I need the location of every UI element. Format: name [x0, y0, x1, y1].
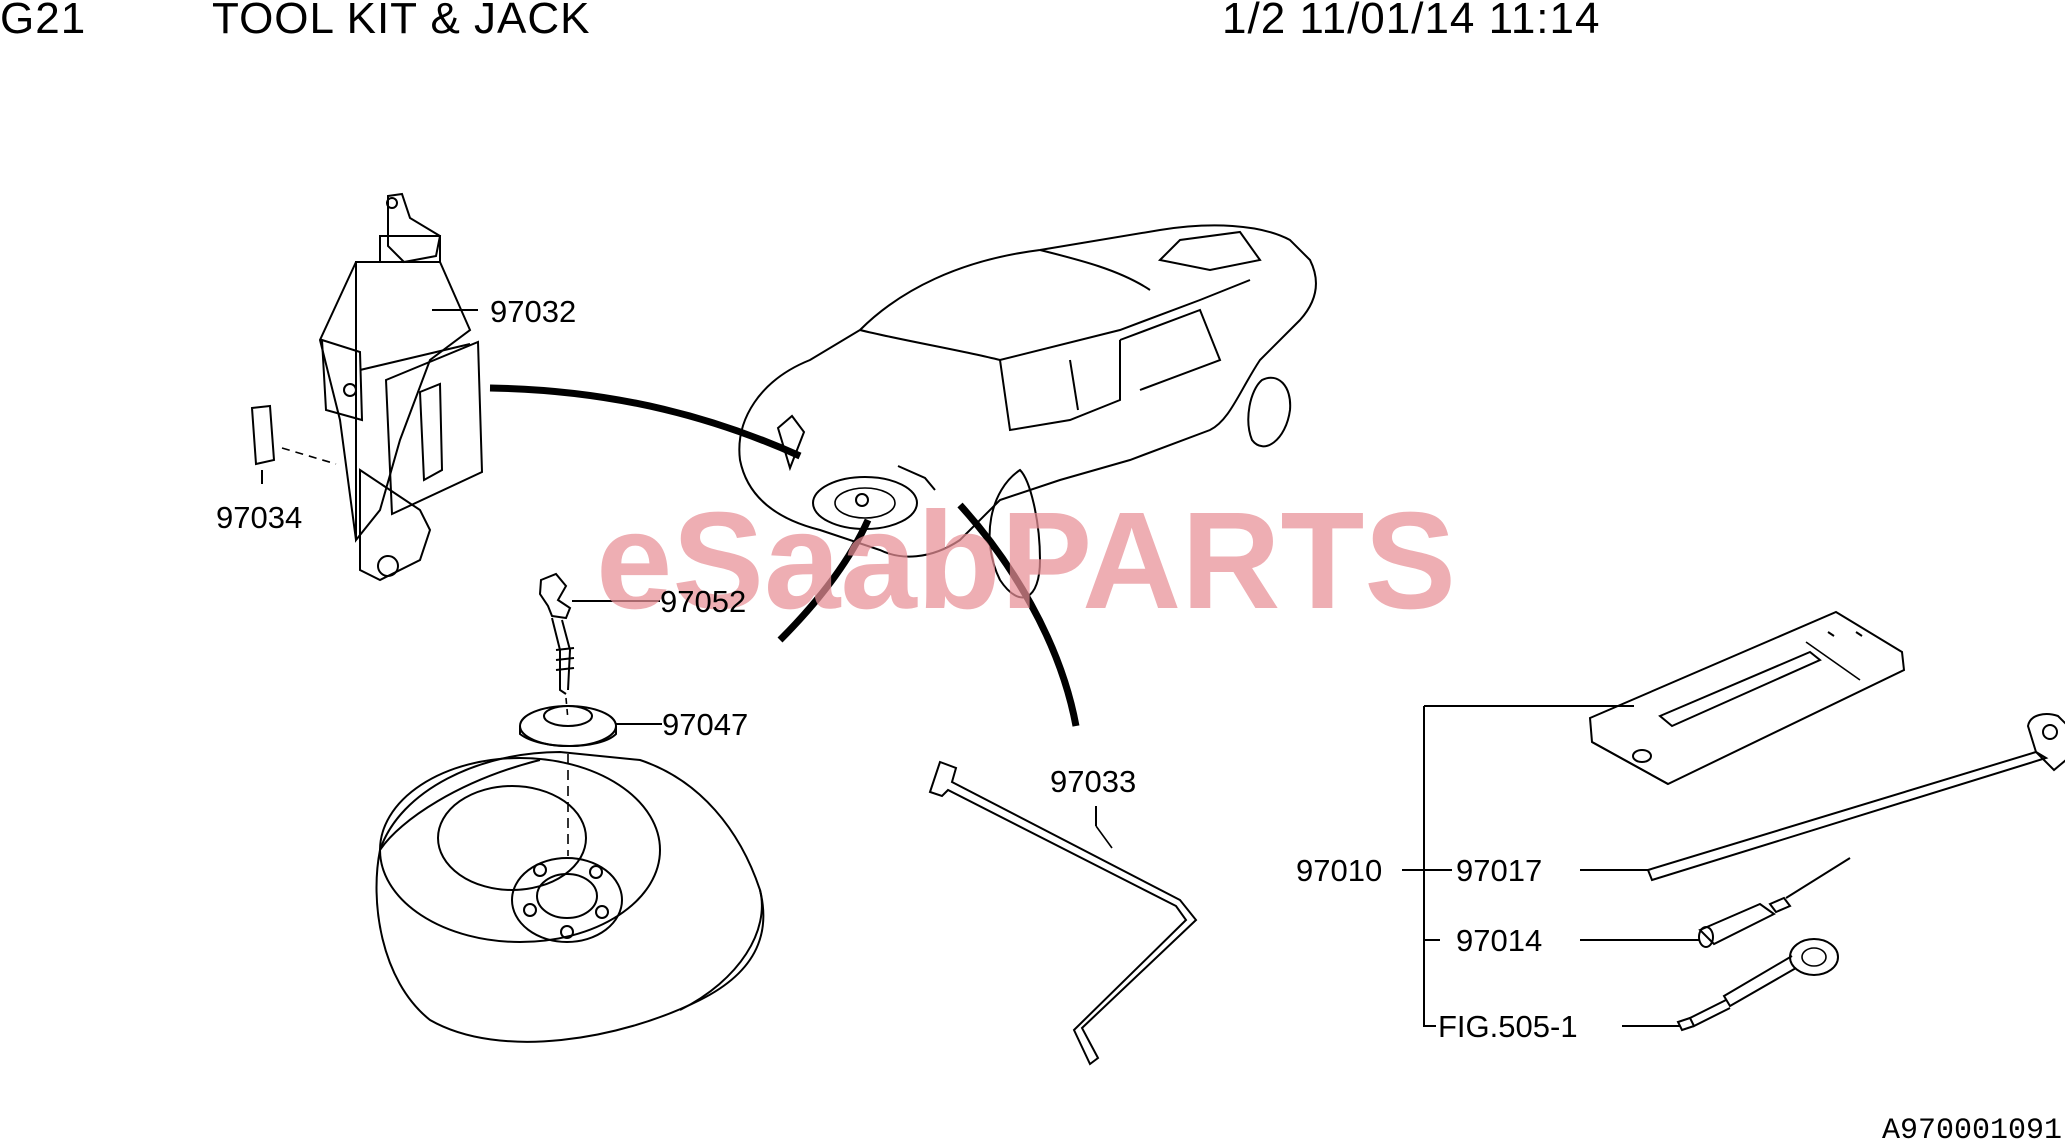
extension-drawing	[1698, 857, 1851, 948]
callout-fig-505-1: FIG.505-1	[1438, 1009, 1578, 1044]
group-code: G21	[0, 0, 87, 43]
wheel-wrench-drawing	[1646, 713, 2065, 882]
scissor-jack-drawing	[250, 192, 484, 582]
callout-97017: 97017	[1456, 853, 1542, 888]
drawing-number: A970001091	[1882, 1114, 2062, 1141]
callout-97034: 97034	[216, 500, 302, 535]
location-arrows	[489, 384, 1080, 727]
page-title: TOOL KIT & JACK	[212, 0, 591, 43]
towing-eye-drawing	[1676, 938, 1839, 1032]
page-info: 1/2 11/01/14 11:14	[1222, 0, 1601, 43]
callout-97052: 97052	[660, 584, 746, 619]
leader-lines	[261, 309, 1700, 1027]
callout-97033: 97033	[1050, 764, 1136, 799]
spare-wheel-drawing	[375, 750, 765, 1043]
hold-down-bolt-drawing	[538, 572, 575, 721]
watermark-logo: eSaabPARTS	[596, 484, 1456, 638]
spacer-drawing	[519, 705, 617, 856]
callout-97032: 97032	[490, 294, 576, 329]
callout-97014: 97014	[1456, 923, 1542, 958]
callout-97047: 97047	[662, 707, 748, 742]
tool-bag-drawing	[1588, 610, 1906, 786]
callout-97010: 97010	[1296, 853, 1382, 888]
jack-handle-drawing	[928, 760, 1198, 1066]
car-drawing	[738, 224, 1317, 599]
